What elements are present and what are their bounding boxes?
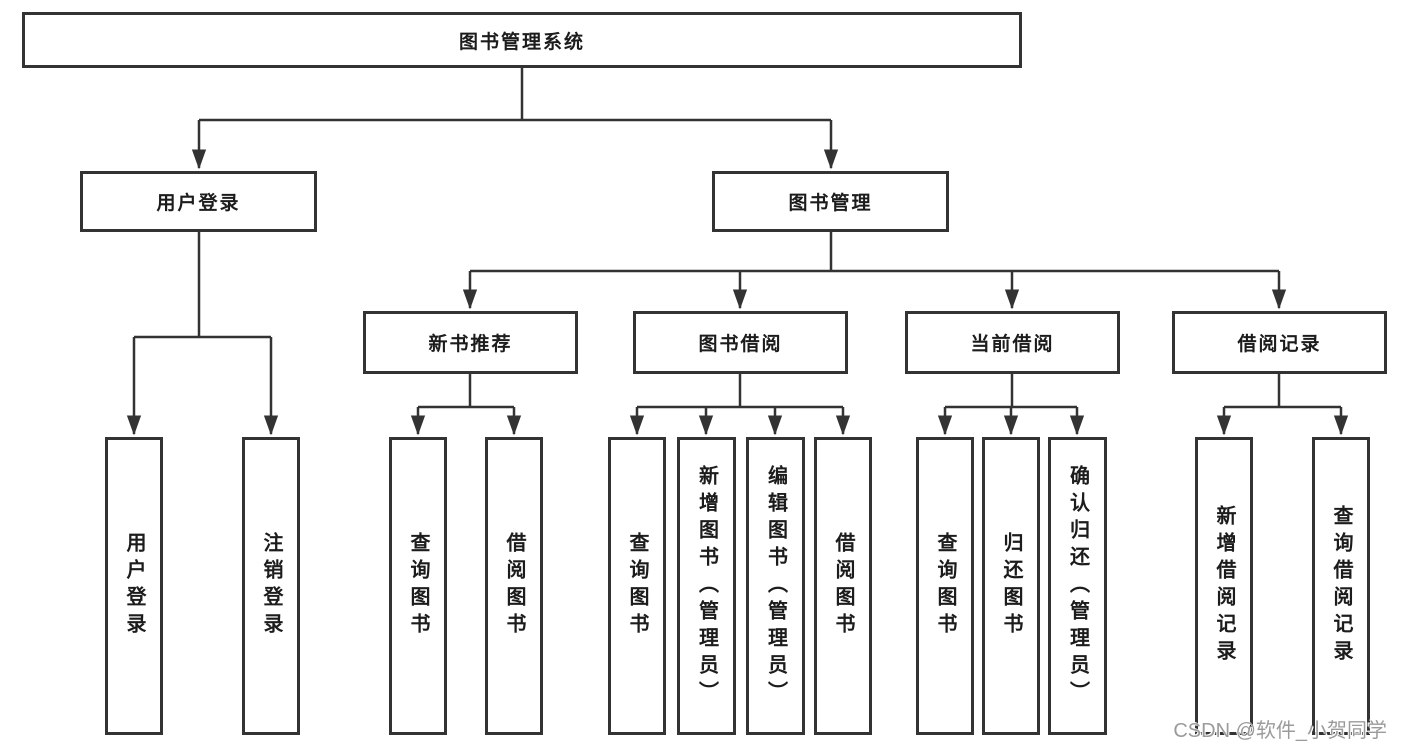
node-label: 新书推荐 [428, 334, 513, 355]
node-label: 图书借阅 [698, 334, 783, 355]
node-label: 用户登录 [156, 193, 241, 214]
leaf-return-books: 归还图书 [982, 437, 1040, 735]
leaf-query-books-recommend: 查询图书 [389, 437, 447, 735]
leaf-borrow-books: 借阅图书 [814, 437, 872, 735]
leaf-confirm-return-admin: 确认归还（管理员） [1048, 437, 1107, 735]
node-label: 图书管理 [788, 193, 873, 214]
leaf-borrow-books-recommend: 借阅图书 [485, 437, 543, 735]
csdn-watermark: CSDN @软件_小贺同学 [1173, 720, 1387, 742]
leaf-label: 借阅图书 [503, 532, 525, 640]
leaf-label: 编辑图书（管理员） [764, 464, 787, 708]
leaf-label: 新增借阅记录 [1213, 505, 1235, 667]
node-library-management-system: 图书管理系统 [22, 12, 1022, 68]
node-book-management: 图书管理 [712, 171, 949, 232]
node-current-borrowing: 当前借阅 [905, 311, 1120, 374]
leaf-query-books-current: 查询图书 [916, 437, 974, 735]
node-label: 借阅记录 [1237, 334, 1322, 355]
leaf-query-borrow-record: 查询借阅记录 [1312, 437, 1370, 735]
leaf-user-login: 用户登录 [105, 437, 163, 735]
leaf-add-books-admin: 新增图书（管理员） [677, 437, 736, 735]
leaf-label: 新增图书（管理员） [695, 464, 718, 708]
leaf-label: 查询图书 [407, 532, 429, 640]
node-label: 当前借阅 [970, 334, 1055, 355]
leaf-label: 查询借阅记录 [1330, 505, 1352, 667]
leaf-edit-books-admin: 编辑图书（管理员） [746, 437, 805, 735]
node-borrowing-records: 借阅记录 [1172, 311, 1387, 374]
leaf-label: 查询图书 [934, 532, 956, 640]
leaf-logout: 注销登录 [242, 437, 300, 735]
node-new-book-recommend: 新书推荐 [363, 311, 578, 374]
node-label: 图书管理系统 [458, 31, 585, 53]
leaf-label: 借阅图书 [832, 532, 854, 640]
leaf-label: 注销登录 [260, 532, 282, 640]
leaf-label: 归还图书 [1000, 532, 1022, 640]
leaf-add-borrow-record: 新增借阅记录 [1195, 437, 1253, 735]
leaf-label: 用户登录 [123, 532, 145, 640]
leaf-label: 查询图书 [626, 532, 648, 640]
leaf-label: 确认归还（管理员） [1066, 464, 1089, 708]
leaf-query-books-borrow: 查询图书 [608, 437, 666, 735]
node-book-borrowing: 图书借阅 [633, 311, 848, 374]
node-user-login: 用户登录 [80, 171, 317, 232]
